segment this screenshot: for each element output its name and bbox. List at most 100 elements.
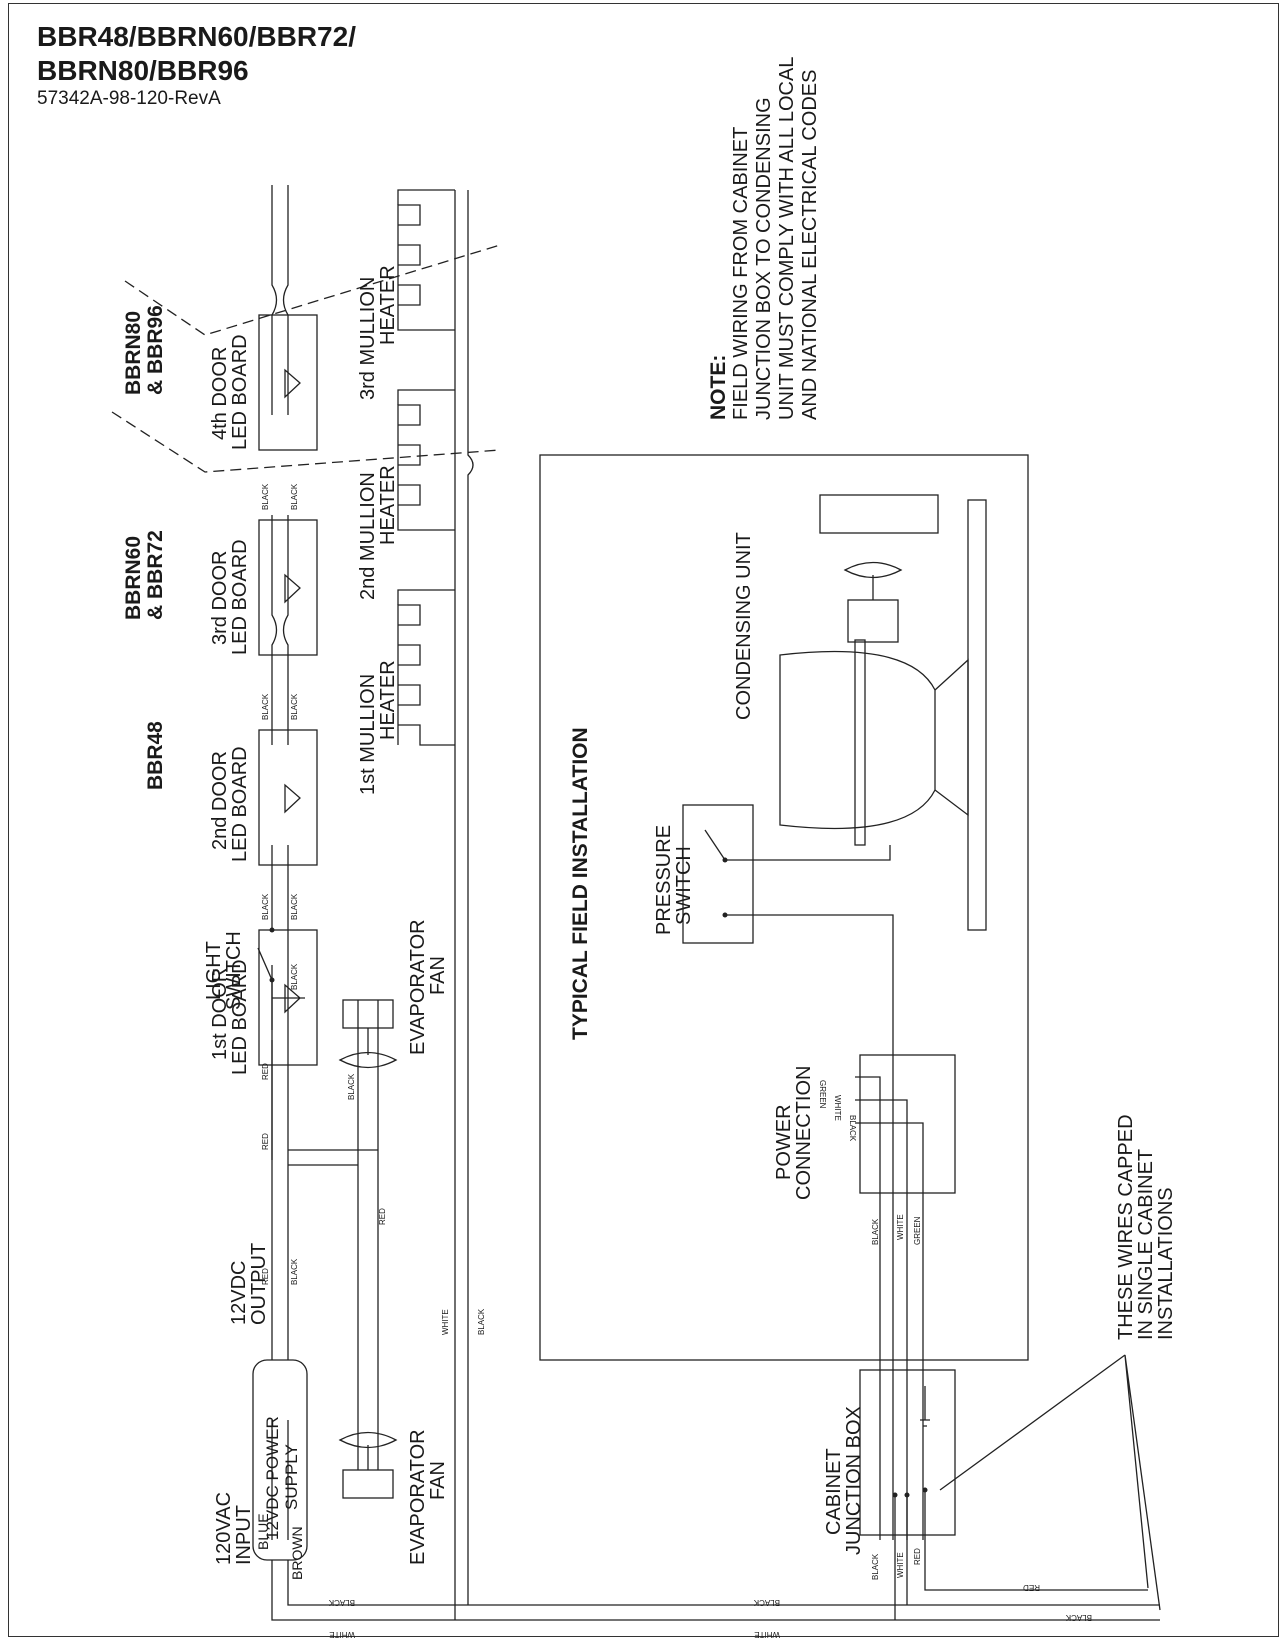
wire-black-pc: BLACK (848, 1115, 857, 1142)
psu-label-1: 12VDC POWER (263, 1416, 282, 1540)
wire-black-led2b: BLACK (290, 693, 299, 720)
led1-label-2: LED BOARD (229, 959, 251, 1075)
wire-black-bottom-left: BLACK (328, 1598, 355, 1607)
power-connection (855, 1054, 956, 1540)
fan-top-label-1: EVAPORATOR (407, 919, 429, 1055)
wire-black-led1a: BLACK (261, 893, 270, 920)
mh3-label-2: HEATER (377, 265, 399, 345)
led3-label-2: LED BOARD (229, 539, 251, 655)
model-bbr48: BBR48 (144, 721, 167, 790)
wire-black-jbox: BLACK (871, 1553, 880, 1580)
title-line-2: BBRN80/BBR96 (37, 55, 249, 86)
model-bbrn80-1: BBRN80 (122, 311, 145, 395)
led4-label-1: 4th DOOR (209, 347, 231, 440)
led-board-4 (258, 314, 318, 451)
wire-red-led1: RED (261, 1063, 270, 1080)
wire-black-bottom-mid: BLACK (753, 1598, 780, 1607)
wire-black-led3a: BLACK (261, 483, 270, 510)
separator-bbrn60 (124, 244, 501, 336)
mullion-heater-1 (397, 589, 455, 746)
field-installation-title: TYPICAL FIELD INSTALLATION (569, 727, 592, 1040)
note-line-2: JUNCTION BOX TO CONDENSING (753, 97, 775, 420)
wire-red-bottom-right: RED (1023, 1583, 1040, 1592)
note-block: NOTE: FIELD WIRING FROM CABINET JUNCTION… (707, 57, 821, 420)
fan-bottom-label-1: EVAPORATOR (407, 1429, 429, 1565)
wire-white-field: WHITE (896, 1214, 905, 1240)
wire-black-bus: BLACK (477, 1308, 486, 1335)
power-conn-label-2: CONNECTION (793, 1066, 815, 1200)
evaporator-fan-top (338, 999, 398, 1150)
model-bbrn60-1: BBRN60 (122, 536, 145, 620)
wire-green-field: GREEN (913, 1216, 922, 1245)
doc-number: 57342A-98-120-RevA (37, 88, 221, 109)
fan-top-label-2: FAN (427, 956, 449, 995)
mullion-heater-2 (397, 389, 455, 531)
separator-bbrn80 (111, 411, 501, 473)
wire-black-fan: BLACK (347, 1073, 356, 1100)
model-bbrn80-2: & BBR96 (144, 305, 167, 395)
wire-white-bus: WHITE (441, 1309, 450, 1335)
wire-white-bottom-mid: WHITE (754, 1630, 780, 1639)
led-board-3 (258, 519, 318, 656)
light-switch-label-2: SWITCH (223, 931, 245, 1010)
power-supply-box (252, 1359, 308, 1561)
wire-black-led1b: BLACK (290, 893, 299, 920)
white-return-wire (271, 1560, 1160, 1621)
pressure-label-2: SWITCH (673, 846, 695, 925)
black-return-wire (287, 1560, 1160, 1606)
mh1-label-1: 1st MULLION (357, 674, 379, 795)
wire-red-jbox: RED (913, 1548, 922, 1565)
input-label-2: INPUT (233, 1505, 255, 1565)
fan-bottom-label-2: FAN (427, 1461, 449, 1500)
model-bbrn60-2: & BBR72 (144, 530, 167, 620)
wire-red-switch: RED (261, 1133, 270, 1150)
psu-label-2: SUPPLY (282, 1444, 301, 1510)
fan-feed-wires (288, 1149, 378, 1166)
power-conn-label-1: POWER (773, 1104, 795, 1180)
field-installation-box (539, 454, 1029, 1361)
capped-label-3: INSTALLATIONS (1155, 1187, 1177, 1340)
capped-label-1: THESE WIRES CAPPED (1115, 1114, 1137, 1340)
junction-label-2: JUNCTION BOX (843, 1406, 865, 1555)
title-block: BBR48/BBRN60/BBR72/ BBRN80/BBR96 57342A-… (37, 20, 356, 110)
wire-brown: BROWN (289, 1526, 305, 1580)
mh3-label-1: 3rd MULLION (357, 277, 379, 400)
led-board-2 (258, 729, 318, 866)
wire-black-led3b: BLACK (290, 483, 299, 510)
mullion-heater-3 (397, 189, 455, 331)
wire-black-led2a: BLACK (261, 693, 270, 720)
wire-color-labels: RED BLACK RED BLACK RED BLACK BLACK BLAC… (261, 483, 1092, 1639)
wire-blue: BLUE (255, 1513, 271, 1550)
junction-label-1: CABINET (823, 1448, 845, 1535)
led3-label-1: 3rd DOOR (209, 551, 231, 645)
wire-red-output: RED (261, 1268, 270, 1285)
wire-green-pc: GREEN (818, 1080, 827, 1109)
capped-label-2: IN SINGLE CABINET (1135, 1149, 1157, 1340)
condensing-label: CONDENSING UNIT (733, 532, 755, 720)
title-line-1: BBR48/BBRN60/BBR72/ (37, 21, 356, 52)
wire-red-fan: RED (378, 1208, 387, 1225)
led-board-1 (258, 929, 318, 1066)
note-line-1: FIELD WIRING FROM CABINET (730, 127, 752, 420)
input-label-1: 120VAC (213, 1492, 235, 1565)
wire-white-jbox: WHITE (896, 1552, 905, 1578)
capped-wires-leaders (939, 1354, 1161, 1611)
black-bus-wire (467, 190, 474, 1605)
led2-label-1: 2nd DOOR (209, 751, 231, 850)
wire-white-bottom-left: WHITE (329, 1630, 355, 1639)
mh1-label-2: HEATER (377, 660, 399, 740)
light-switch-label-1: LIGHT (203, 941, 225, 1000)
output-label-2: OUTPUT (248, 1243, 270, 1325)
cabinet-junction-box (859, 1369, 1148, 1620)
wire-black-bottom-right: BLACK (1065, 1613, 1092, 1622)
led1-label-1: 1st DOOR (209, 968, 231, 1060)
led-chain-wiring (271, 185, 289, 1540)
wire-white-pc: WHITE (833, 1095, 842, 1121)
mh2-label-1: 2nd MULLION (357, 472, 379, 600)
wire-black-output: BLACK (290, 1258, 299, 1285)
output-label-1: 12VDC (228, 1261, 250, 1325)
led4-label-2: LED BOARD (229, 334, 251, 450)
note-heading: NOTE: (707, 355, 730, 420)
evaporator-fan-bottom (338, 1150, 398, 1499)
